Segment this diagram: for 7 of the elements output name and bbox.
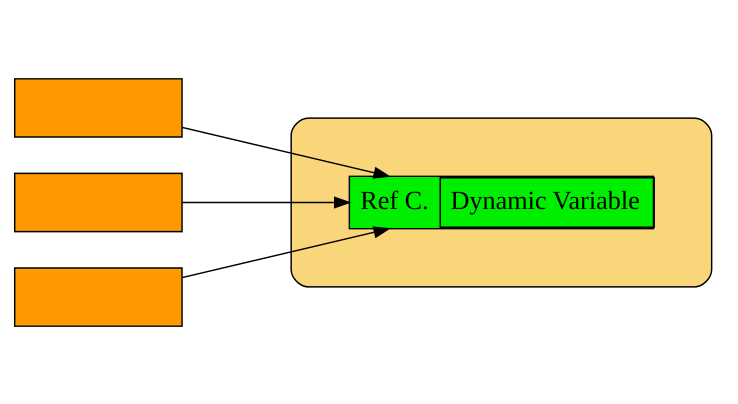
arrow [182,226,391,278]
cluster [290,116,712,288]
arrow [182,196,352,208]
node-box [14,266,183,326]
node-box [14,172,183,232]
node-box [14,78,183,138]
arrow [182,126,391,178]
